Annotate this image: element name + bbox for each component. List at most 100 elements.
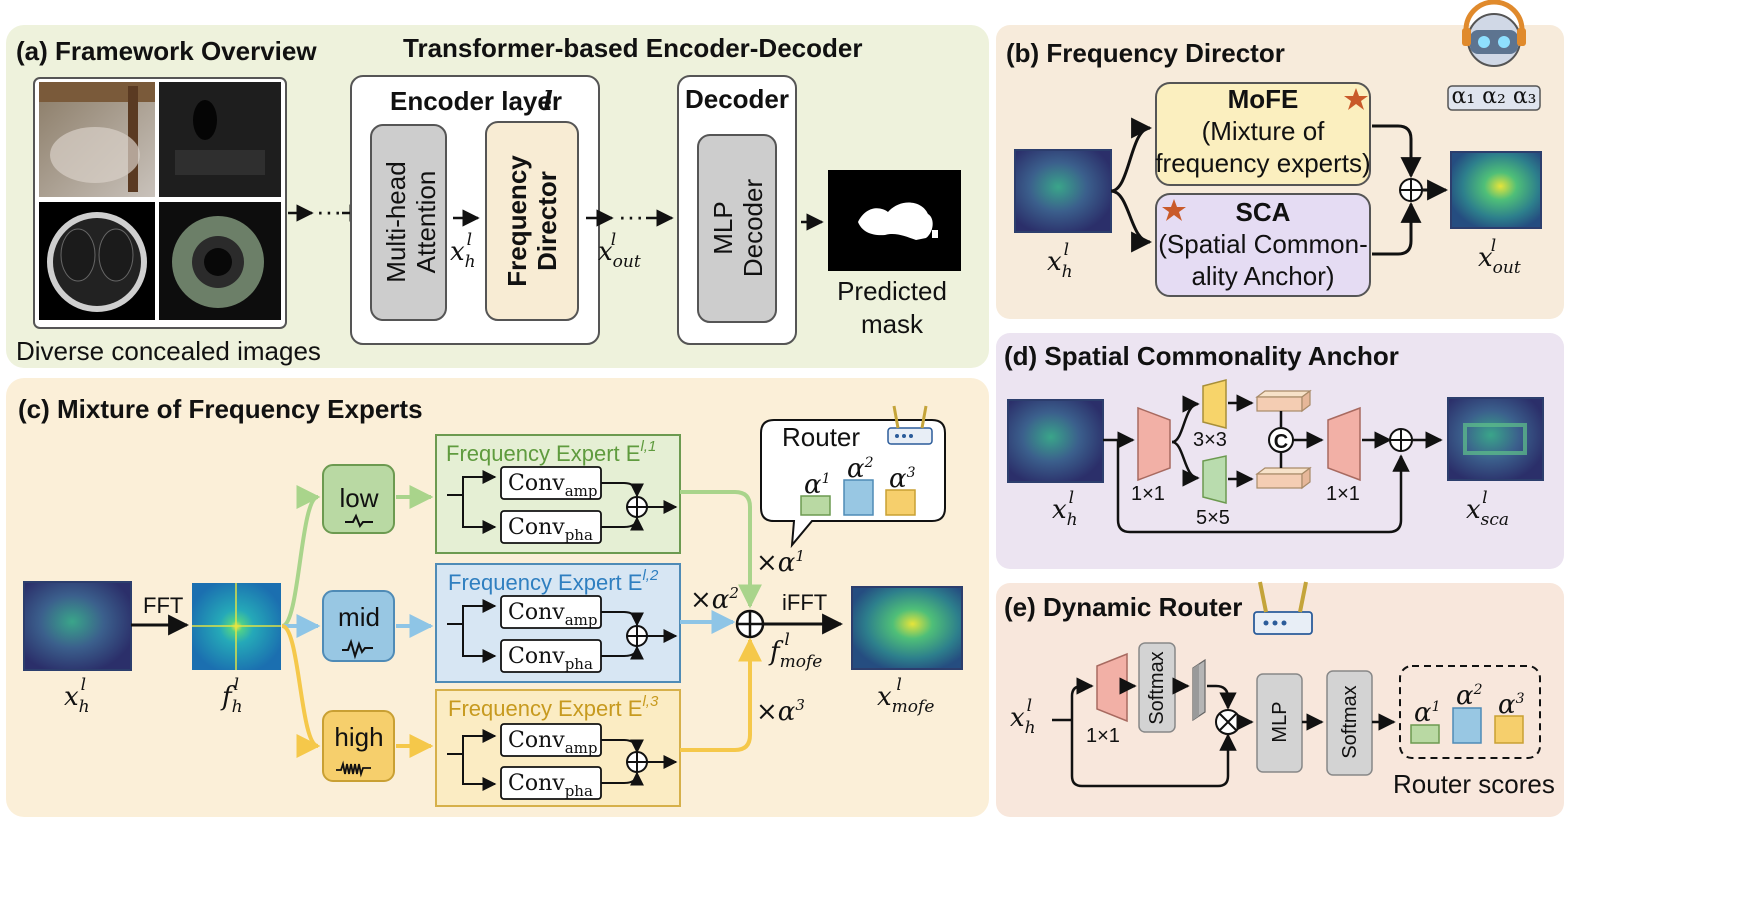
- conv1x1-in-label: 1×1: [1131, 483, 1165, 505]
- low-wave-icon: [345, 513, 373, 529]
- expert-3-label: Frequency Expert El,3: [448, 693, 659, 721]
- conv5x5-label: 5×5: [1196, 507, 1230, 529]
- input-feature-map-b: [1014, 149, 1112, 233]
- mid-wave-icon: [342, 638, 373, 660]
- conv-amp-2: Convamp: [508, 600, 597, 629]
- conv-amp-1: Convamp: [508, 471, 597, 500]
- high-wave-icon: [336, 760, 371, 778]
- concealed-image-grid: [33, 77, 287, 329]
- concat-icon: C: [1268, 427, 1294, 453]
- softmax-label-2: Softmax: [1339, 685, 1361, 758]
- sca-block: [1155, 193, 1371, 297]
- panel-b-title: (b) Frequency Director: [1006, 38, 1285, 68]
- star-icon-sca: [1162, 199, 1186, 221]
- ultrasound-image: [159, 82, 281, 197]
- panel-b: (b) Frequency Director α₁ α₂ α₃ xhl MoFE…: [996, 0, 1564, 319]
- low-band-label: low: [339, 483, 378, 513]
- multi-head-attention-label: Multi-headAttention: [381, 161, 441, 282]
- f-h-label: fhl: [220, 675, 243, 717]
- input-feature-map-c: [23, 581, 132, 671]
- alpha3-bar-c: [885, 489, 916, 516]
- sca-name: SCA: [1236, 197, 1291, 227]
- frequency-expert-1: Frequency Expert El,1 Convamp Convpha: [435, 434, 681, 554]
- conv1x1-e-label: 1×1: [1086, 725, 1120, 747]
- svg-text:α₁ α₂ α₃: α₁ α₂ α₃: [1451, 84, 1536, 109]
- conv-pha-1: Convpha: [508, 515, 593, 544]
- encoder-layer-label: Encoder layer: [390, 86, 562, 116]
- alpha1-label-c: α1: [804, 470, 830, 500]
- x-h-label-c: xhl: [64, 675, 90, 717]
- feature-cuboid-top: [1255, 389, 1312, 413]
- alpha1-bar-e: [1410, 724, 1440, 744]
- ellipsis-1: ···: [316, 196, 342, 226]
- fft-label: FFT: [143, 593, 183, 618]
- conv1x1-e-block: [1096, 652, 1128, 723]
- conv-pha-2: Convpha: [508, 644, 593, 673]
- conv-amp-3: Convamp: [508, 728, 597, 757]
- panel-e: (e) Dynamic Router xhl 1×1 Softmax: [996, 581, 1564, 817]
- add-icon-c: [735, 609, 765, 639]
- mofe-desc-1: (Mixture of: [1202, 116, 1326, 146]
- router-scores-box: [1399, 665, 1541, 759]
- conv1x1-out-block: [1327, 406, 1361, 482]
- panel-c: (c) Mixture of Frequency Experts xhl FFT…: [6, 378, 989, 817]
- frequency-director-block: [485, 121, 579, 321]
- high-band-label: high: [334, 722, 383, 752]
- ellipsis-2: ···: [618, 201, 644, 231]
- expert-1-label: Frequency Expert El,1: [446, 438, 656, 466]
- multiply-icon: [1215, 709, 1241, 735]
- vector-bar: [1192, 658, 1206, 722]
- mid-band-label: mid: [338, 602, 380, 632]
- sca-desc-1: (Spatial Common-: [1158, 229, 1368, 259]
- high-band-box: [322, 710, 395, 782]
- conv1x1-out-label: 1×1: [1326, 483, 1360, 505]
- conv-pha-3: Convpha: [508, 771, 593, 800]
- alpha2-label-c: α2: [847, 454, 874, 484]
- mofe-desc-2: frequency experts): [1155, 148, 1370, 178]
- add-icon-d: [1389, 428, 1413, 452]
- panel-a-title: (a) Framework Overview: [16, 36, 317, 66]
- ifft-label: iFFT: [782, 590, 827, 615]
- mlp-decoder-block: [697, 134, 777, 323]
- router-bubble: Router α1 α2 α3: [760, 405, 946, 549]
- conv3x3-block: [1202, 379, 1227, 429]
- input-feature-map-d: [1007, 399, 1104, 483]
- feature-cuboid-bottom: [1255, 466, 1312, 490]
- alpha1-bar-c: [800, 495, 831, 516]
- robot-dj-icon: α₁ α₂ α₃: [1447, 0, 1541, 111]
- encoder-layer-var: l: [543, 87, 553, 117]
- output-feature-map-b: [1450, 151, 1542, 229]
- conv1x1-in-block: [1137, 406, 1171, 482]
- times-alpha-1: ×α1: [756, 547, 805, 578]
- alpha3-label-c: α3: [889, 464, 916, 494]
- panel-e-title: (e) Dynamic Router: [1004, 592, 1242, 622]
- alpha2-bar-e: [1452, 707, 1482, 744]
- panel-d-title: (d) Spatial Commonality Anchor: [1004, 341, 1399, 371]
- sca-desc-2: ality Anchor): [1191, 261, 1334, 291]
- router-label: Router: [782, 422, 860, 452]
- expert-2-label: Frequency Expert El,2: [448, 567, 659, 595]
- conv5x5-block: [1202, 455, 1227, 504]
- panel-a: (a) Framework Overview Transformer-based…: [6, 25, 989, 368]
- mlp-decoder-label: MLPDecoder: [708, 179, 768, 278]
- router-icon: [887, 405, 933, 445]
- multi-head-attention-block: [370, 124, 447, 321]
- svg-text:C: C: [1274, 431, 1288, 453]
- alpha2-bar-c: [843, 479, 874, 516]
- alpha1-label-e: α1: [1414, 698, 1440, 728]
- predicted-mask-label-2: mask: [861, 309, 924, 339]
- predicted-mask-label-1: Predicted: [837, 276, 947, 306]
- frequency-expert-3: Frequency Expert El,3 Convamp Convpha: [435, 689, 681, 807]
- frequency-director-label: FrequencyDirector: [502, 155, 562, 287]
- mid-band-box: [322, 590, 395, 662]
- router-icon-e: [1253, 581, 1313, 635]
- panel-d: (d) Spatial Commonality Anchor xhl 1×1 3…: [996, 333, 1564, 569]
- alpha3-bar-e: [1494, 715, 1524, 744]
- low-band-box: [322, 464, 395, 534]
- mlp-label-e: MLP: [1269, 701, 1291, 742]
- panel-c-title: (c) Mixture of Frequency Experts: [18, 394, 423, 424]
- mofe-output-feature-map: [851, 586, 963, 670]
- softmax-label-1: Softmax: [1146, 651, 1168, 724]
- mofe-block: [1155, 82, 1371, 186]
